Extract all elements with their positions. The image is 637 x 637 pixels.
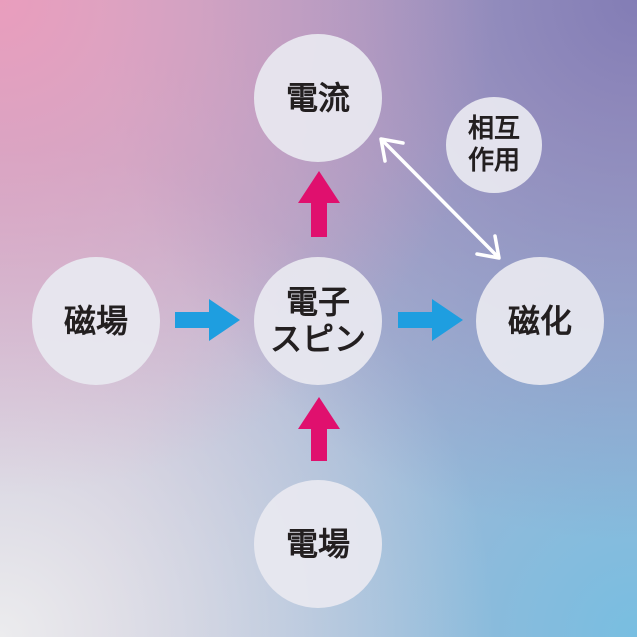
arrow-spin-to-current [298,171,340,237]
node-magnetic-field: 磁場 [32,257,160,385]
node-magnetization: 磁化 [476,257,604,385]
node-electron-spin: 電子 スピン [254,257,382,385]
node-interaction-label-line2: 作用 [467,146,520,176]
interaction-double-arrow [379,137,501,260]
node-current: 電流 [254,34,382,162]
arrow-mfield-to-spin [175,299,240,341]
node-electron-spin-label-line2: スピン [269,320,366,358]
arrow-efield-to-spin [298,397,340,461]
arrow-spin-to-magnetization [398,299,463,341]
node-magnetization-label: 磁化 [507,301,572,340]
node-interaction: 相互 作用 [446,97,542,193]
node-magnetic-field-label: 磁場 [63,301,128,340]
node-interaction-label-line1: 相互 [467,113,520,144]
node-electric-field: 電場 [254,480,382,608]
node-electron-spin-label-line1: 電子 [285,283,350,322]
node-electric-field-label: 電場 [285,524,350,563]
node-current-label: 電流 [285,78,350,117]
